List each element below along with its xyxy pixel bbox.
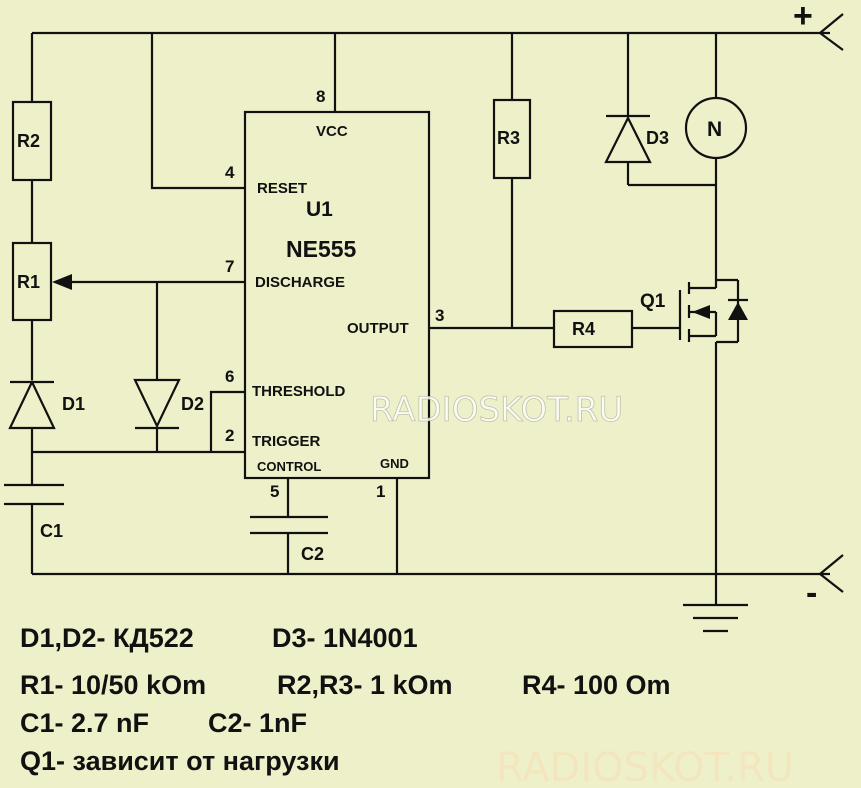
pin6-num: 6	[225, 367, 234, 386]
pin4-num: 4	[225, 163, 235, 182]
d3-diode: D3	[604, 33, 716, 187]
ground-symbol	[683, 603, 748, 633]
pin8-name: VCC	[316, 123, 348, 140]
c1-label: C1	[40, 521, 63, 541]
r2-label: R2	[17, 131, 40, 151]
pin1-name: GND	[380, 456, 409, 471]
pin8-num: 8	[316, 87, 325, 106]
pin4-name: RESET	[257, 180, 307, 197]
threshold-trigger-tie	[209, 390, 245, 452]
ic-ref: U1	[306, 198, 333, 221]
legend-c1: C1- 2.7 nF	[20, 708, 150, 738]
pin5-name: CONTROL	[257, 459, 321, 474]
pin3-name: OUTPUT	[347, 320, 409, 337]
pin2-num: 2	[225, 426, 234, 445]
pin6-name: THRESHOLD	[252, 383, 346, 400]
legend-d1d2: D1,D2- КД522	[20, 623, 194, 653]
watermark-bottom: RADIOSKOT.RU	[496, 745, 794, 788]
r4-label: R4	[572, 319, 595, 339]
r4-resistor: R4	[552, 309, 680, 349]
legend-r2r3: R2,R3- 1 kOm	[277, 670, 453, 700]
legend-r1: R1- 10/50 kOm	[20, 670, 207, 700]
pin7-num: 7	[225, 257, 234, 276]
pin5-num: 5	[270, 482, 279, 501]
r1-potentiometer: R1	[11, 241, 245, 322]
d1-label: D1	[62, 394, 85, 414]
r1-label: R1	[17, 272, 40, 292]
legend-q1: Q1- зависит от нагрузки	[20, 746, 340, 776]
d2-diode: D2	[133, 282, 204, 452]
r3-label: R3	[497, 128, 520, 148]
pin3-num: 3	[435, 306, 444, 325]
reset-wire	[150, 33, 245, 190]
c1-capacitor: C1	[4, 483, 64, 541]
d1-diode: D1	[8, 379, 85, 430]
negative-rail	[32, 554, 844, 593]
positive-rail	[32, 13, 844, 51]
motor: N	[684, 33, 748, 280]
d3-label: D3	[646, 128, 669, 148]
c2-capacitor: C2	[250, 478, 328, 574]
plus-label: +	[793, 0, 813, 35]
legend-c2: C2- 1nF	[208, 708, 308, 738]
pin7-name: DISCHARGE	[255, 274, 345, 291]
r3-resistor: R3	[492, 33, 532, 328]
d2-label: D2	[181, 394, 204, 414]
q1-label: Q1	[640, 291, 666, 312]
ne555-ic: U1 NE555 8 VCC 4 RESET 7 DISCHARGE OUTPU…	[225, 33, 444, 501]
motor-label: N	[707, 118, 722, 141]
pin1-num: 1	[376, 482, 385, 501]
legend-r4: R4- 100 Om	[522, 670, 671, 700]
pin2-name: TRIGGER	[252, 433, 321, 450]
q1-mosfet: Q1	[640, 278, 748, 605]
watermark-center: RADIOSKOT.RU	[370, 390, 623, 430]
c2-label: C2	[301, 544, 324, 564]
r2-resistor: R2	[11, 100, 53, 182]
left-wires	[30, 33, 245, 574]
minus-label: -	[806, 574, 817, 612]
legend-d3: D3- 1N4001	[272, 623, 418, 653]
ic-part: NE555	[286, 236, 357, 262]
